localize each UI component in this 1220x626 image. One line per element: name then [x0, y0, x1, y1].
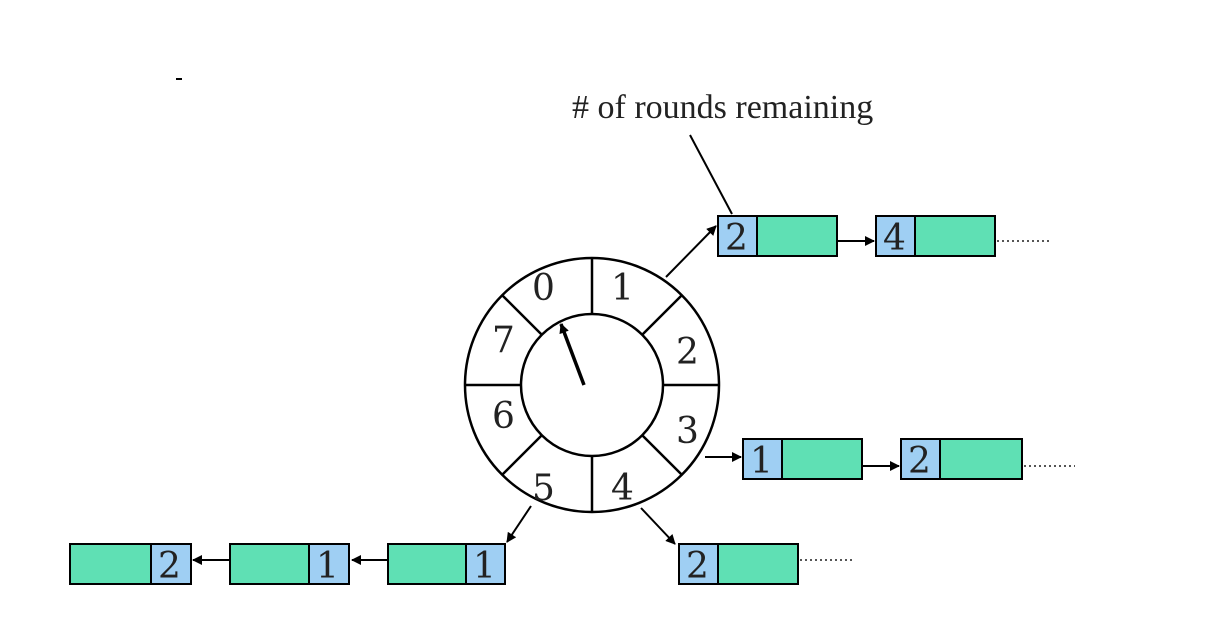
rounds-value: 2	[908, 441, 931, 482]
slot3-node-2: 2	[900, 438, 1023, 482]
wheel-divider	[501, 434, 543, 476]
slot-label-4: 4	[611, 468, 634, 509]
task-cell	[781, 438, 863, 480]
task-cell	[229, 543, 310, 585]
task-cell	[939, 438, 1023, 480]
slot5-node-3: 2	[69, 543, 192, 587]
slot1-node-2: 4	[875, 215, 996, 259]
slot-label-3: 3	[676, 411, 699, 452]
rounds-value: 1	[473, 546, 496, 587]
rounds-cell	[900, 438, 941, 480]
rounds-value: 1	[316, 546, 339, 587]
rounds-cell	[875, 215, 916, 257]
task-cell	[756, 215, 838, 257]
task-cell	[69, 543, 152, 585]
rounds-cell	[465, 543, 506, 585]
slot-label-0: 0	[532, 268, 555, 309]
rounds-value: 4	[883, 218, 906, 259]
slot3-node-1: 1	[742, 438, 863, 482]
rounds-cell	[150, 543, 192, 585]
slot-label-6: 6	[492, 396, 515, 437]
timing-wheel: 0 1 2 3 4 5 6 7	[463, 256, 721, 514]
task-cell	[717, 543, 799, 585]
slot5-link-arrow	[506, 505, 532, 543]
wheel-inner-ring	[519, 312, 665, 458]
slot4-node-1: 2	[678, 543, 799, 587]
rounds-remaining-caption: # of rounds remaining	[572, 89, 873, 126]
slot5-node-2: 1	[229, 543, 350, 587]
wheel-divider	[501, 294, 543, 336]
wheel-pointer-hand	[559, 323, 586, 386]
rounds-value: 2	[158, 546, 181, 587]
slot1-node-1: 2	[717, 215, 838, 259]
rounds-value: 2	[686, 546, 709, 587]
rounds-cell	[308, 543, 350, 585]
task-cell	[387, 543, 467, 585]
slot1-link-arrow	[665, 225, 717, 278]
task-cell	[914, 215, 996, 257]
wheel-divider	[641, 434, 683, 476]
rounds-value: 2	[725, 218, 748, 259]
slot-label-1: 1	[611, 268, 634, 309]
slot-label-2: 2	[676, 332, 699, 373]
slot5-node-1: 1	[387, 543, 506, 587]
slot-label-5: 5	[532, 468, 555, 509]
rounds-value: 1	[750, 441, 773, 482]
wheel-divider	[641, 294, 683, 336]
rounds-cell	[717, 215, 758, 257]
caption-pointer-line	[689, 134, 733, 215]
slot4-link-arrow	[640, 507, 676, 545]
rounds-cell	[678, 543, 719, 585]
slot-label-7: 7	[492, 320, 515, 361]
